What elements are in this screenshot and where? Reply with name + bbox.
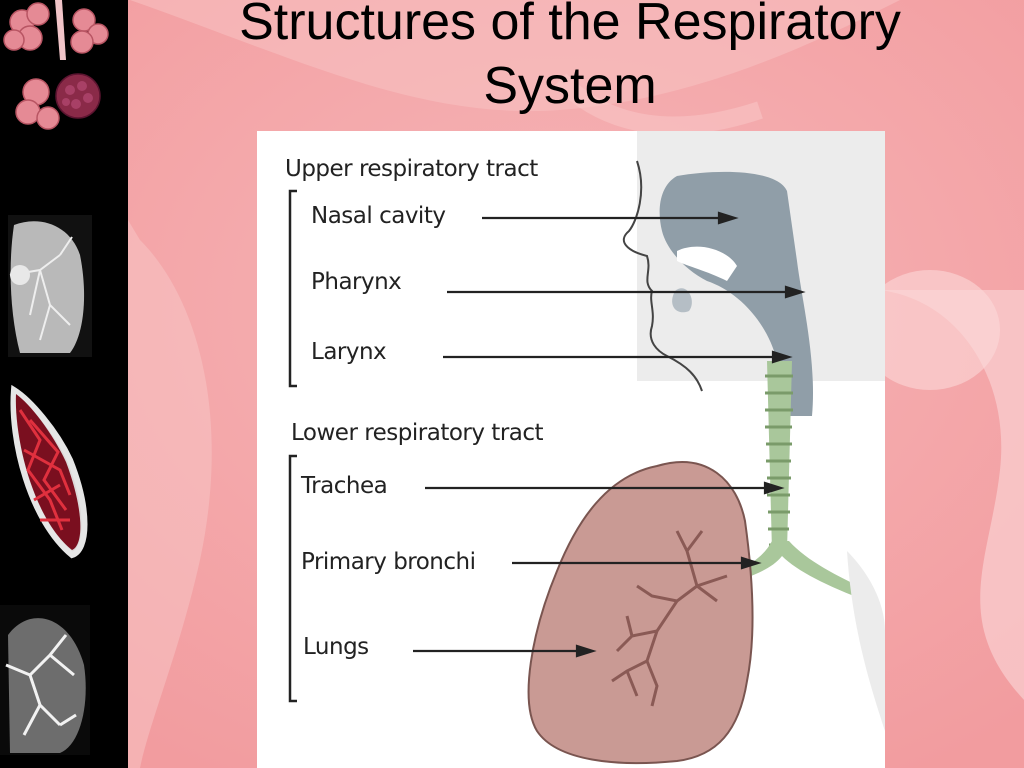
image-sidebar — [0, 0, 128, 768]
respiratory-diagram: Upper respiratory tract Nasal cavity Pha… — [257, 131, 885, 768]
pharynx-label: Pharynx — [311, 269, 402, 295]
capillary-network-image — [10, 384, 88, 559]
primary-bronchi-label: Primary bronchi — [301, 549, 476, 575]
nasal-cavity-label: Nasal cavity — [311, 203, 446, 229]
lung-xray-image — [8, 215, 92, 357]
title-line-1: Structures of the Respiratory — [239, 0, 901, 51]
trachea-label: Trachea — [301, 473, 388, 499]
upper-tract-label: Upper respiratory tract — [285, 156, 538, 182]
title-line-2: System — [483, 57, 657, 115]
slide-title: Structures of the Respiratory System — [140, 0, 1000, 118]
bronchial-tree-image — [0, 605, 90, 755]
lungs-label: Lungs — [303, 634, 369, 660]
lower-tract-label: Lower respiratory tract — [291, 420, 544, 446]
alveoli-image — [3, 0, 109, 130]
larynx-label: Larynx — [311, 339, 387, 365]
anatomy-illustration — [288, 131, 885, 765]
